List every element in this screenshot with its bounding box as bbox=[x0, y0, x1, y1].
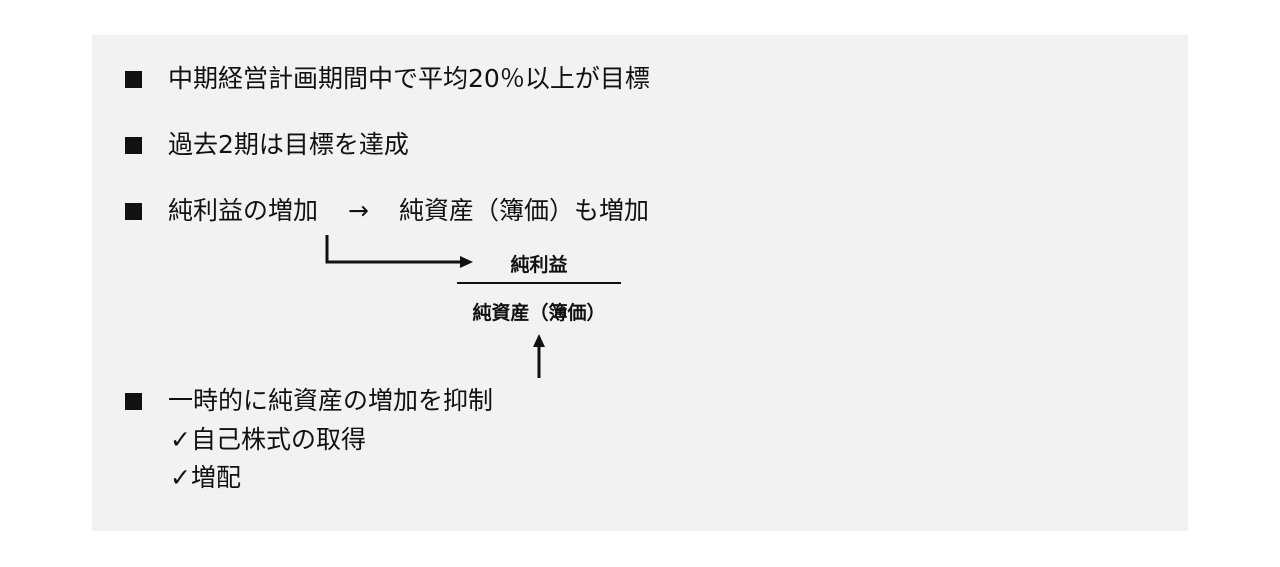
formula-numerator: 純利益 bbox=[510, 254, 568, 276]
bullet-text: 一時的に純資産の増加を抑制 bbox=[168, 386, 494, 415]
bullet-net-income: 純利益の増加 → 純資産（簿価）も増加 bbox=[125, 195, 649, 227]
elbow-arrow-line bbox=[325, 235, 462, 264]
formula-denominator: 純資産（簿価） bbox=[472, 302, 606, 324]
subitem-dividend: ✓増配 bbox=[170, 463, 241, 492]
bullet-text-right: 純資産（簿価）も増加 bbox=[398, 196, 649, 225]
bullet-achieved: 過去2期は目標を達成 bbox=[125, 129, 409, 161]
bullet-square-icon bbox=[125, 392, 142, 410]
bullet-square-icon bbox=[125, 136, 142, 154]
bullet-square-icon bbox=[125, 70, 142, 88]
bullet-suppress: 一時的に純資産の増加を抑制 bbox=[125, 385, 493, 417]
bullet-target: 中期経営計画期間中で平均20％以上が目標 bbox=[125, 63, 650, 95]
bullet-square-icon bbox=[125, 202, 142, 220]
elbow-arrowhead bbox=[460, 256, 473, 268]
right-arrow-icon: → bbox=[348, 196, 369, 225]
content-panel bbox=[92, 35, 1188, 531]
bullet-text: 中期経営計画期間中で平均20％以上が目標 bbox=[168, 64, 650, 93]
bullet-text-left: 純利益の増加 bbox=[168, 196, 319, 225]
subitem-buyback: ✓自己株式の取得 bbox=[170, 425, 366, 454]
up-arrowhead bbox=[533, 334, 545, 347]
bullet-text: 過去2期は目標を達成 bbox=[168, 130, 409, 159]
